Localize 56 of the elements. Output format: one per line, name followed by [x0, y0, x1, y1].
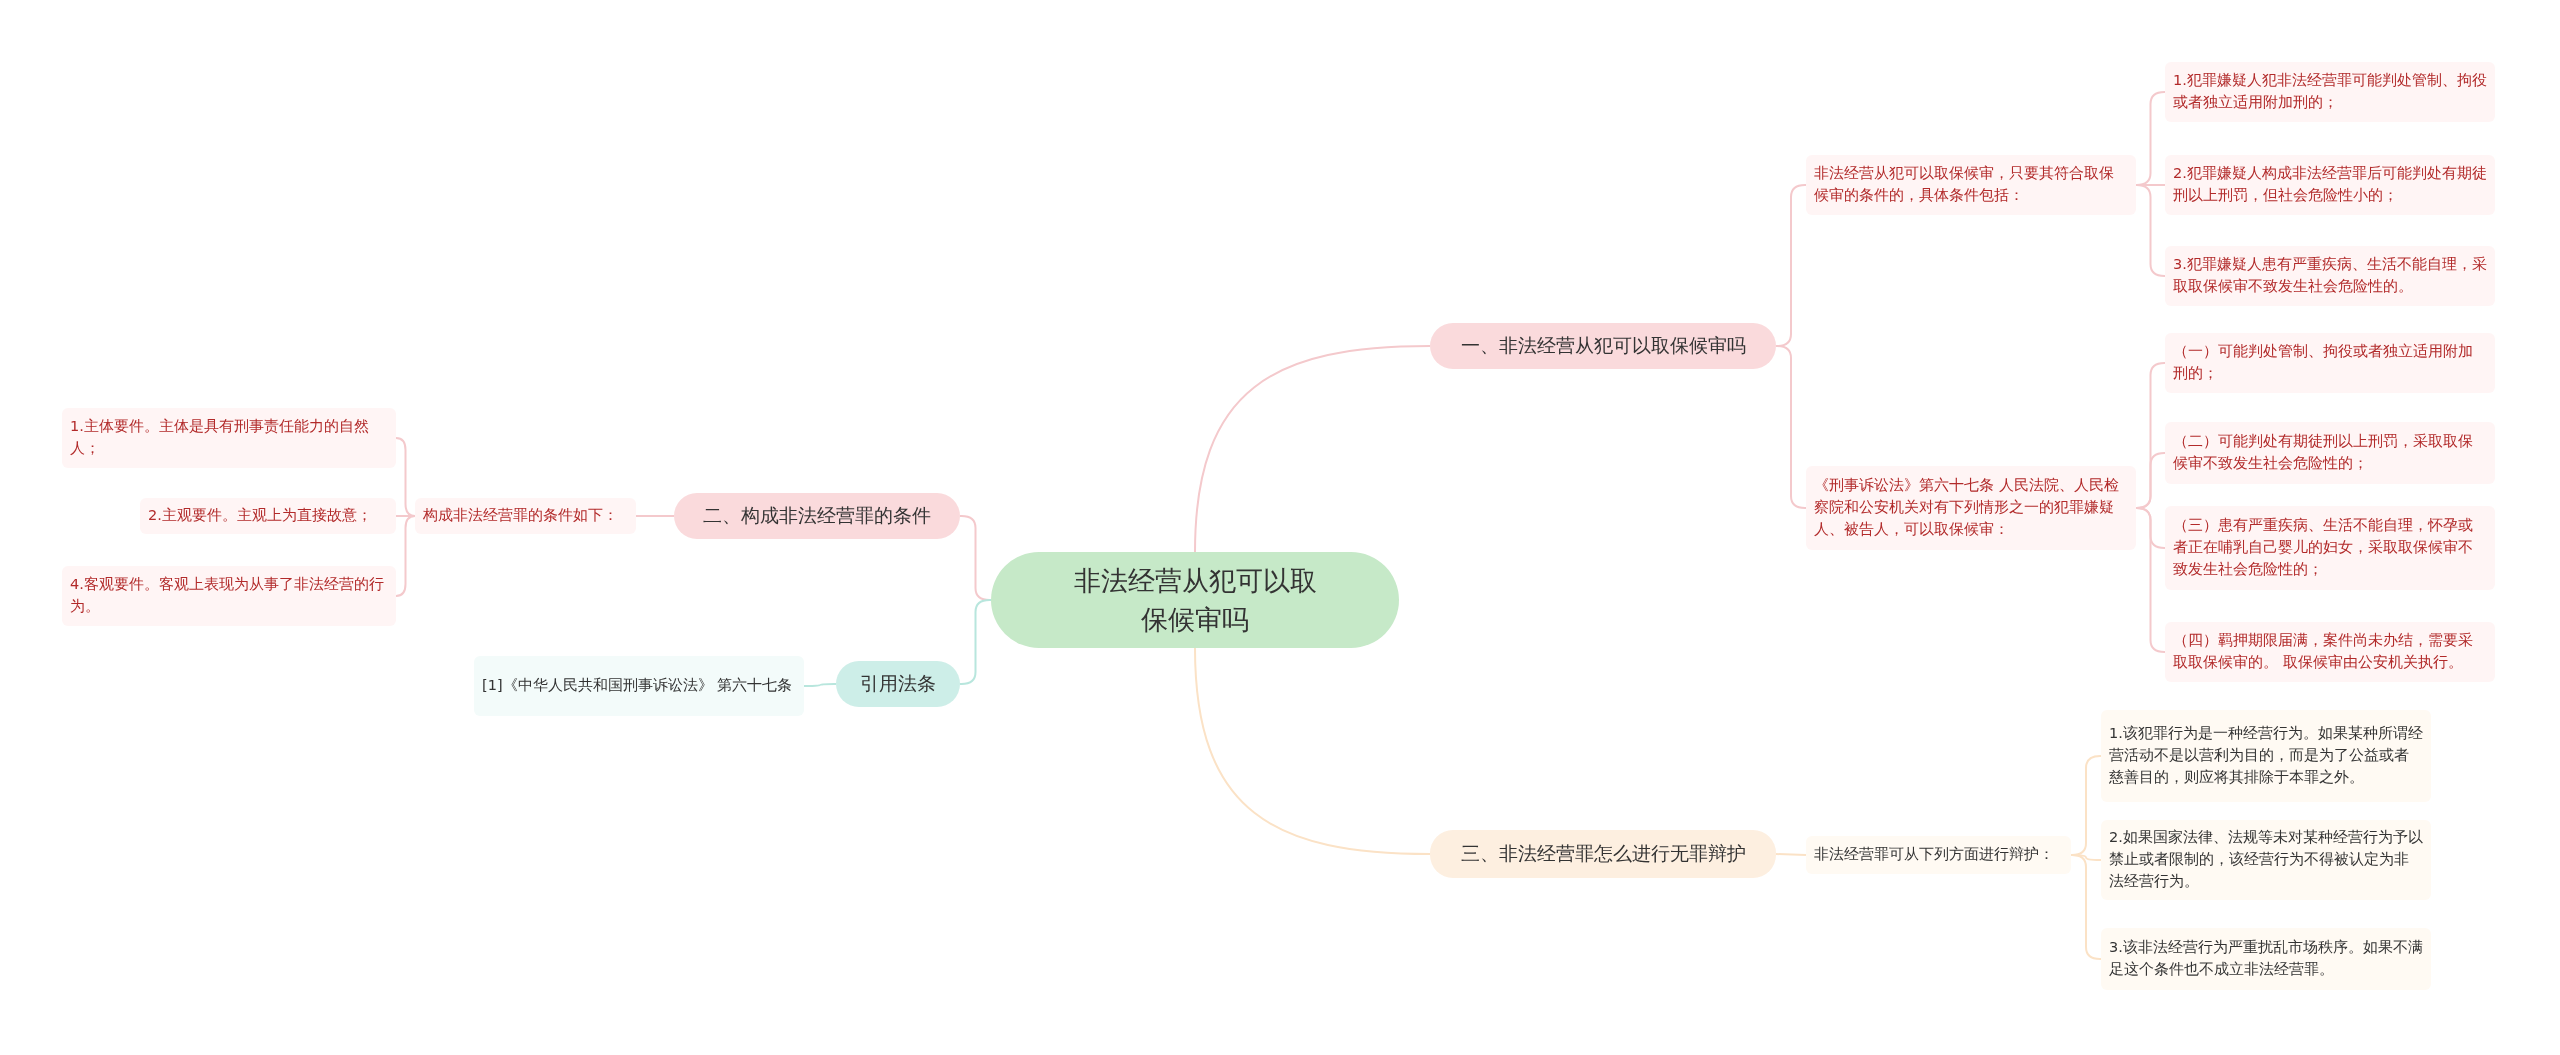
node-text: 1.该犯罪行为是一种经营行为。如果某种所谓经营活动不是以营利为目的，而是为了公益或者慈善目的，则应将其排除于本罪之外。	[2109, 724, 2423, 787]
leaf-box	[140, 498, 396, 534]
subtopic-box	[1806, 836, 2071, 874]
node-text: 2.犯罪嫌疑人构成非法经营罪后可能判处有期徒刑以上刑罚，但社会危险性小的；	[2173, 164, 2487, 205]
node-text: 一、非法经营从犯可以取保候审吗	[1460, 333, 1746, 358]
node-text: 3.犯罪嫌疑人患有严重疾病、生活不能自理，采取取保候审不致发生社会危险性的。	[2173, 255, 2487, 296]
title-text: 非法经营从犯可以取保候审吗	[1072, 563, 1318, 637]
connector-line	[2135, 184, 2166, 277]
node-text: （三）患有严重疾病、生活不能自理，怀孕或者正在哺乳自己婴儿的妇女，采取取保候审不致发生社会危险性的；	[2173, 516, 2474, 579]
connector-line	[1194, 647, 1431, 855]
node-text: 2.如果国家法律、法规等未对某种经营行为予以禁止或者限制的，该经营行为不得被认定为非法经营行为。	[2109, 828, 2423, 891]
connector-line	[2070, 854, 2102, 960]
connector-line	[1194, 345, 1431, 553]
node-text: 非法经营罪可从下列方面进行辩护：	[1814, 845, 2054, 865]
connector-line	[395, 515, 416, 597]
leaf-box	[2101, 928, 2431, 990]
node-text: 二、构成非法经营罪的条件	[703, 503, 931, 528]
node-text: 《刑事诉讼法》第六十七条 人民法院、人民检察院和公安机关对有下列情形之一的犯罪嫌疑人、被告人，可以取保候审：	[1814, 476, 2120, 539]
node-text: （二）可能判处有期徒刑以上刑罚，采取取保候审不致发生社会危险性的；	[2173, 432, 2474, 473]
node-text: 2.主观要件。主观上为直接故意；	[148, 506, 372, 526]
leaf-box	[2165, 62, 2495, 122]
subtopic-box	[1806, 155, 2136, 215]
leaf-box	[2101, 710, 2431, 802]
node-text: 1.犯罪嫌疑人犯非法经营罪可能判处管制、拘役或者独立适用附加刑的；	[2173, 71, 2487, 112]
connector-line	[635, 515, 675, 517]
node-text: 4.客观要件。客观上表现为从事了非法经营的行为。	[70, 575, 385, 616]
connector-line	[1775, 853, 1807, 856]
node-text: 非法经营从犯可以取保候审，只要其符合取保候审的条件的，具体条件包括：	[1814, 164, 2115, 205]
connector-line	[959, 599, 992, 685]
topic-box	[1430, 323, 1776, 369]
node-text: 3.该非法经营行为严重扰乱市场秩序。如果不满足这个条件也不成立非法经营罪。	[2109, 938, 2423, 979]
leaf-box	[2165, 246, 2495, 306]
node-text: 引用法条	[860, 671, 936, 696]
topic-box	[674, 493, 960, 539]
leaf-box	[62, 566, 396, 626]
connector-line	[1775, 345, 1807, 509]
topic-box	[836, 661, 960, 707]
connector-line	[803, 683, 837, 687]
leaf-box	[62, 408, 396, 468]
subtopic-box	[1806, 466, 2136, 550]
connector-line	[2135, 507, 2166, 653]
node-text: [1]《中华人民共和国刑事诉讼法》 第六十七条	[482, 676, 793, 696]
node-text: 1.主体要件。主体是具有刑事责任能力的自然人；	[70, 417, 370, 458]
leaf-box	[2165, 155, 2495, 215]
node-text: （一）可能判处管制、拘役或者独立适用附加刑的；	[2173, 342, 2474, 383]
subtopic-box	[415, 498, 636, 534]
leaf-box	[2165, 422, 2495, 484]
node-text: 构成非法经营罪的条件如下：	[423, 506, 618, 526]
node-text: （四）羁押期限届满，案件尚未办结，需要采取取保候审的。 取保候审由公安机关执行。	[2173, 631, 2474, 672]
topic-box	[1430, 830, 1776, 878]
leaf-box	[2101, 820, 2431, 900]
leaf-box	[2165, 506, 2495, 590]
leaf-box	[2165, 622, 2495, 682]
node-text: 三、非法经营罪怎么进行无罪辩护	[1460, 841, 1746, 866]
leaf-box	[474, 656, 804, 716]
leaf-box	[2165, 333, 2495, 393]
